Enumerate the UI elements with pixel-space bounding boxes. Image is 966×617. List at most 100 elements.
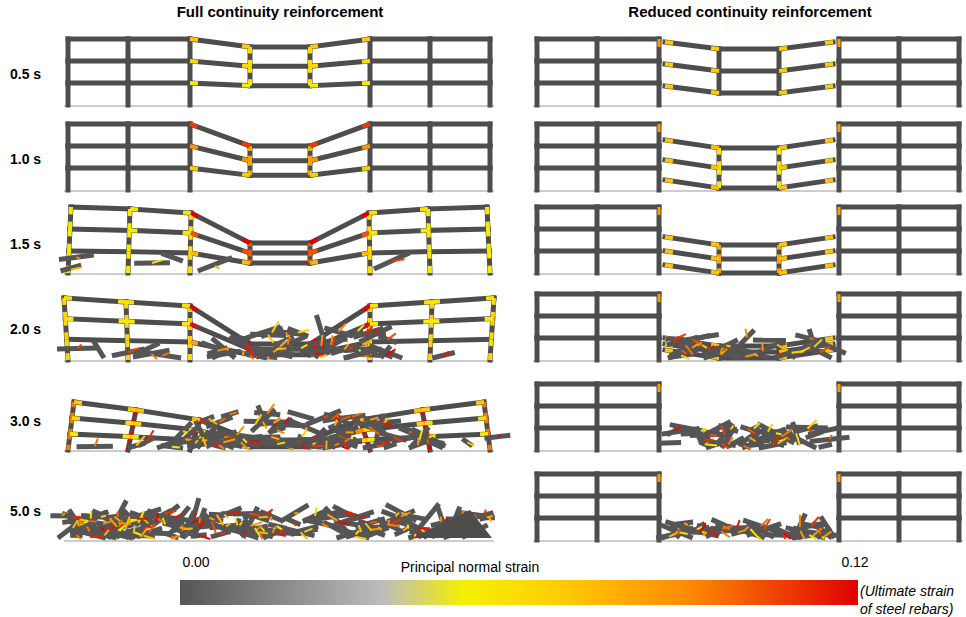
rebar bbox=[407, 525, 409, 529]
frame-member bbox=[595, 39, 600, 61]
frame-member bbox=[248, 66, 253, 85]
frame-member bbox=[428, 124, 433, 146]
debris bbox=[57, 340, 455, 359]
debris-piece bbox=[195, 421, 209, 448]
frame-member bbox=[595, 168, 600, 190]
frame-member bbox=[428, 207, 487, 209]
rebar bbox=[263, 422, 267, 429]
rebar bbox=[754, 423, 760, 429]
strain-mark bbox=[242, 262, 250, 263]
frame-member bbox=[188, 233, 193, 253]
frame-member bbox=[899, 382, 959, 387]
rebar bbox=[76, 257, 80, 259]
frame-member bbox=[717, 148, 722, 168]
rebar bbox=[220, 533, 225, 535]
rebar bbox=[243, 439, 247, 443]
frame-member bbox=[839, 227, 899, 232]
rebar bbox=[224, 515, 228, 518]
strain-mark bbox=[825, 180, 833, 181]
frame-member bbox=[427, 252, 433, 273]
frame-member bbox=[428, 39, 433, 61]
debris-piece bbox=[211, 532, 230, 537]
rebar bbox=[820, 346, 830, 352]
rebar bbox=[335, 417, 339, 420]
strain-mark bbox=[69, 207, 73, 214]
frame-member bbox=[899, 205, 959, 210]
rebar bbox=[135, 533, 142, 536]
rebar bbox=[776, 432, 782, 435]
debris-piece bbox=[658, 440, 682, 446]
frame-member bbox=[488, 83, 493, 105]
frame-member bbox=[897, 146, 902, 168]
frame-member bbox=[777, 49, 782, 71]
debris-piece bbox=[746, 343, 780, 358]
strain-mark bbox=[665, 140, 673, 141]
frame-member bbox=[899, 249, 959, 254]
scale-value-box: 0.12 bbox=[841, 554, 868, 572]
rebar bbox=[745, 329, 747, 338]
rebar bbox=[749, 437, 755, 441]
frame-member bbox=[370, 321, 431, 324]
frame-member bbox=[535, 83, 540, 105]
debris-piece bbox=[161, 446, 183, 448]
frame-member bbox=[665, 237, 719, 245]
frame-member bbox=[370, 166, 430, 171]
frame-member bbox=[595, 124, 600, 146]
frame-member bbox=[370, 302, 432, 306]
frame-member bbox=[897, 124, 902, 146]
column-title-box: Full continuity reinforcement bbox=[177, 3, 384, 22]
frame-member bbox=[428, 321, 434, 340]
frame-member bbox=[597, 426, 659, 431]
frame-member bbox=[188, 83, 193, 105]
frame-member bbox=[897, 474, 902, 496]
rebar bbox=[215, 266, 219, 269]
rebar bbox=[352, 413, 362, 416]
debris-piece bbox=[286, 519, 300, 525]
frame-member bbox=[428, 168, 433, 190]
debris-piece bbox=[282, 352, 294, 355]
strain-mark bbox=[370, 322, 378, 326]
frame-member bbox=[657, 406, 662, 428]
rebar bbox=[669, 533, 677, 537]
strain-mark bbox=[665, 237, 673, 238]
strain-mark bbox=[665, 86, 673, 87]
frame-member bbox=[188, 61, 193, 83]
frame-member bbox=[535, 61, 540, 83]
rebar bbox=[195, 440, 198, 443]
strain-mark bbox=[310, 64, 318, 69]
strain-mark bbox=[190, 39, 198, 40]
rebar bbox=[322, 524, 328, 527]
strain-mark bbox=[420, 207, 428, 212]
debris-piece bbox=[318, 433, 336, 448]
rebar bbox=[709, 529, 719, 536]
strain-mark bbox=[66, 353, 70, 360]
frame-member bbox=[719, 186, 779, 191]
frame-member bbox=[957, 384, 962, 406]
frame-member bbox=[190, 61, 250, 66]
rebar bbox=[268, 335, 273, 343]
strain-mark bbox=[310, 262, 318, 263]
strain-mark bbox=[70, 432, 78, 436]
frame-member bbox=[657, 229, 662, 251]
strain-mark bbox=[665, 64, 673, 65]
frame-member bbox=[250, 261, 310, 266]
frame-member bbox=[779, 180, 833, 188]
strain-mark bbox=[64, 332, 68, 339]
frame-member bbox=[126, 168, 131, 190]
rebar bbox=[366, 329, 369, 334]
strain-mark bbox=[128, 409, 136, 410]
rebar bbox=[417, 527, 430, 529]
frame-member bbox=[717, 71, 722, 93]
frame-member bbox=[68, 166, 128, 171]
frame-member bbox=[657, 61, 662, 83]
scale-value: 0.12 bbox=[841, 554, 868, 570]
strain-mark bbox=[362, 124, 370, 127]
frame-member bbox=[657, 168, 662, 190]
frame-member bbox=[837, 229, 842, 251]
strain-mark bbox=[711, 48, 719, 49]
frame-member bbox=[127, 209, 133, 230]
frame-member bbox=[488, 39, 493, 61]
time-label: 1.5 s bbox=[10, 236, 41, 252]
frame-member bbox=[957, 496, 962, 518]
rebar bbox=[349, 347, 353, 350]
